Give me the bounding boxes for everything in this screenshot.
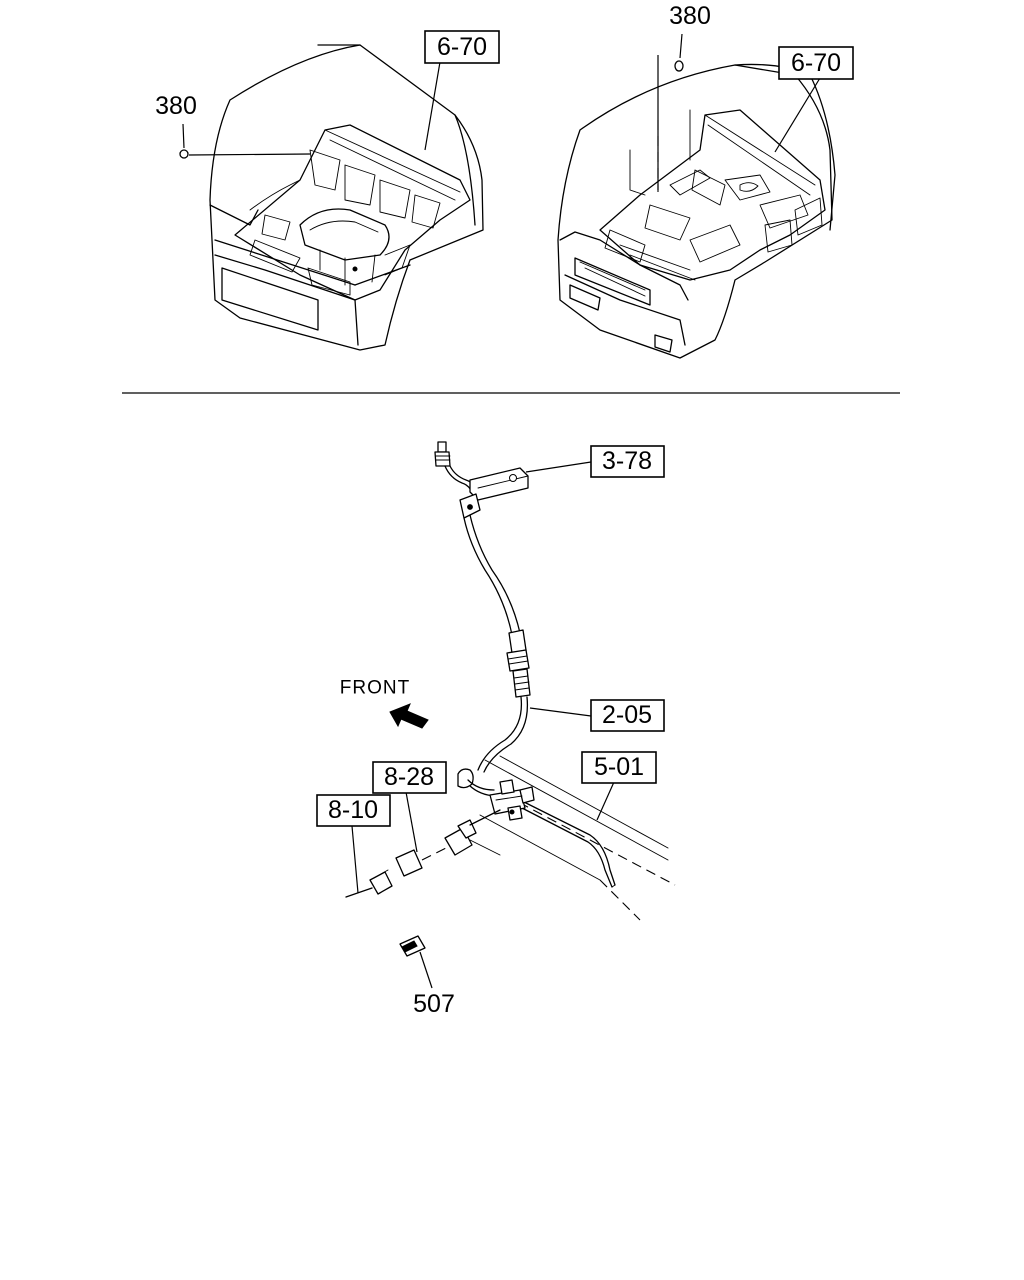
label-380-right: 380 <box>669 2 711 30</box>
callout-hose-ref: 2-05 <box>529 699 665 732</box>
label-6-70-right: 6-70 <box>791 49 841 77</box>
label-380-left: 380 <box>155 92 197 120</box>
label-5-01: 5-01 <box>594 753 644 781</box>
frame-rail <box>469 755 676 921</box>
front-label: FRONT <box>340 678 410 699</box>
label-3-78: 3-78 <box>602 447 652 475</box>
callout-cab-right-ref: 6-70 <box>774 46 854 153</box>
label-6-70-left: 6-70 <box>437 33 487 61</box>
callout-harness-ref: 8-10 <box>316 794 391 894</box>
arrow-front-icon <box>389 703 429 729</box>
callout-cab-left-ref: 6-70 <box>424 30 500 151</box>
brake-hose-assembly <box>434 441 531 797</box>
label-8-10: 8-10 <box>328 796 378 824</box>
front-indicator: FRONT <box>340 678 429 729</box>
grommet-icon <box>179 149 189 159</box>
clip-part <box>399 935 426 957</box>
tee-connector <box>489 779 535 821</box>
callout-clip-ref: 8-28 <box>372 761 447 853</box>
sensor-connector <box>345 809 501 898</box>
grommet-icon <box>674 60 684 72</box>
label-2-05: 2-05 <box>602 701 652 729</box>
label-507: 507 <box>413 990 455 1018</box>
callout-bracket-ref: 3-78 <box>525 445 665 478</box>
label-8-28: 8-28 <box>384 763 434 791</box>
callout-cab-right-part: 380 <box>657 2 711 192</box>
cab-right-illustration <box>557 63 836 359</box>
callout-cab-left-part: 380 <box>155 92 311 159</box>
callout-clip-part: 507 <box>413 951 455 1018</box>
cab-left-illustration <box>209 44 484 351</box>
callout-frame-ref: 5-01 <box>581 751 657 821</box>
